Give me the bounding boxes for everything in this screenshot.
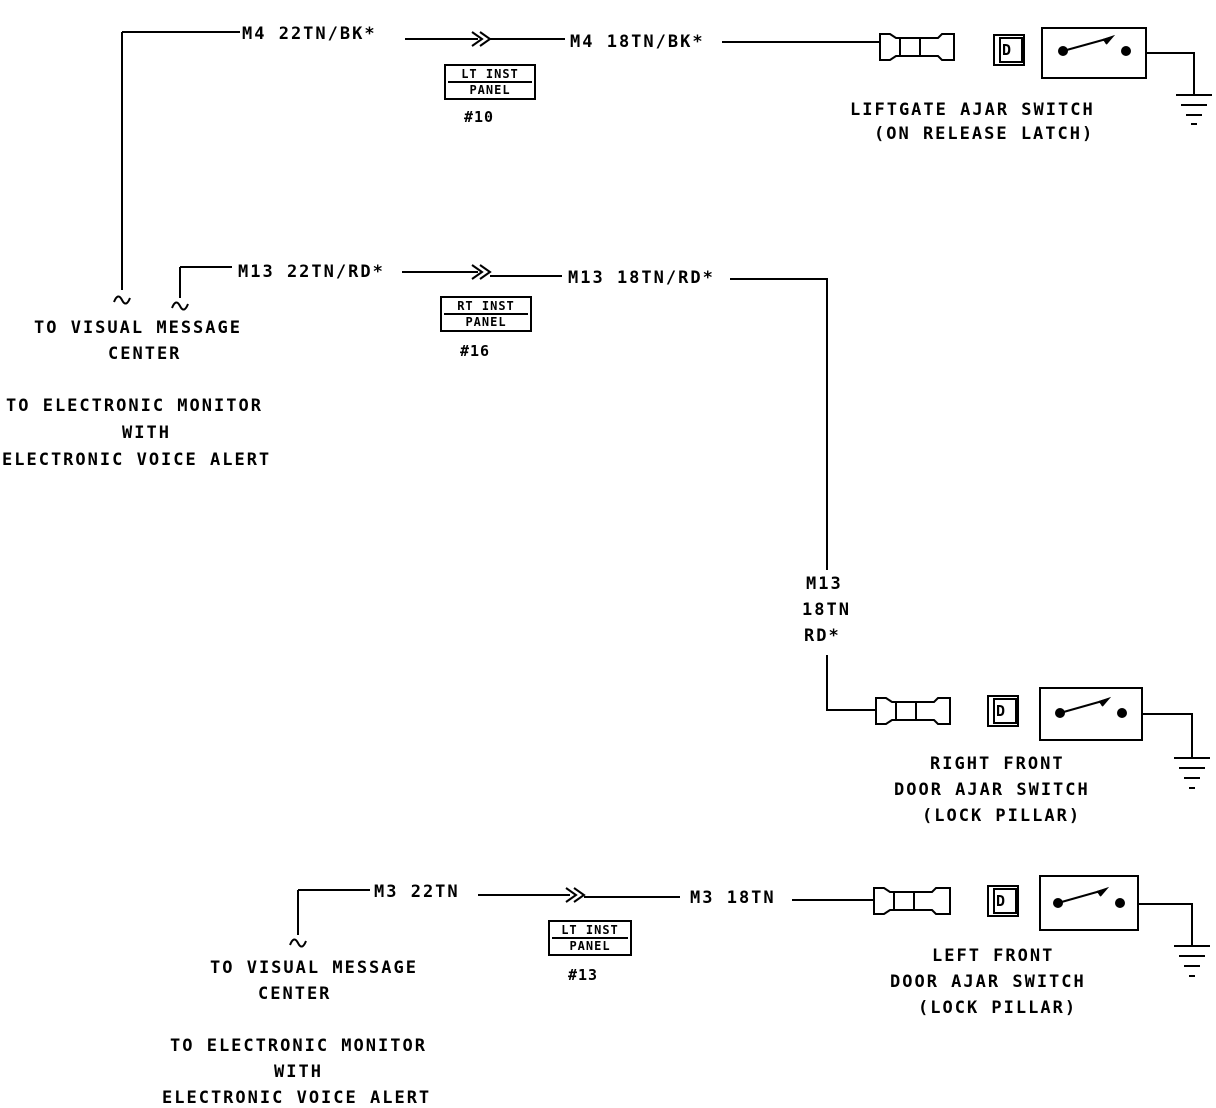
lf-switch-location: (LOCK PILLAR) (918, 998, 1078, 1018)
rf-wire-vertical-label-1: M13 (806, 574, 843, 594)
wire-break-symbol (113, 295, 131, 305)
lower-visual-message-label-1: TO VISUAL MESSAGE (210, 958, 418, 978)
upper-monitor-label-3: ELECTRONIC VOICE ALERT (2, 450, 272, 470)
connector-chevron-1 (471, 264, 484, 280)
liftgate-wire-right-label: M4 18TN/BK* (568, 32, 707, 52)
wire-break-symbol (289, 938, 307, 948)
rf-ground-wire (1142, 713, 1193, 758)
liftgate-circuit (113, 27, 1212, 305)
lf-wire-left-label: M3 22TN (372, 882, 462, 902)
lower-visual-message-label-2: CENTER (258, 984, 332, 1004)
rf-wire-down (826, 655, 876, 711)
connector-label: RT INST (444, 299, 528, 315)
rf-switch-name-1: RIGHT FRONT (930, 754, 1065, 774)
connector-label: LT INST (448, 67, 532, 83)
rf-wire-right (730, 278, 828, 570)
connector-chevron-2 (479, 264, 492, 280)
rf-wire-vertical-label-3: RD* (804, 626, 841, 646)
rf-switch-location: (LOCK PILLAR) (922, 806, 1082, 826)
ground-symbol (1174, 945, 1210, 977)
plug-connector (875, 697, 951, 725)
rf-connector-box: RT INST PANEL (440, 296, 532, 332)
upper-monitor-label-2: WITH (122, 423, 171, 443)
connector-chevron-2 (573, 887, 586, 903)
lf-switch-name-1: LEFT FRONT (932, 946, 1055, 966)
lower-monitor-label-2: WITH (274, 1062, 323, 1082)
connector-chevron-1 (471, 31, 484, 47)
lf-switch-name-2: DOOR AJAR SWITCH (890, 972, 1086, 992)
rf-connector-number: #16 (460, 342, 491, 360)
liftgate-ground-wire (1146, 52, 1195, 95)
connector-label: LT INST (552, 923, 628, 939)
switch-terminal-letter: D (996, 892, 1006, 910)
left-front-circuit (289, 875, 1210, 977)
upper-visual-message-label-1: TO VISUAL MESSAGE (34, 318, 242, 338)
lf-connector-number: #13 (568, 966, 599, 984)
ground-symbol (1176, 94, 1212, 125)
rf-switch-name-2: DOOR AJAR SWITCH (894, 780, 1090, 800)
liftgate-wire-left-label: M4 22TN/BK* (240, 24, 379, 44)
rf-wire-right-label: M13 18TN/RD* (566, 268, 717, 288)
rf-switch-symbol (987, 687, 1143, 741)
lf-ground-wire (1138, 903, 1193, 946)
upper-monitor-label-1: TO ELECTRONIC MONITOR (6, 396, 263, 416)
wire-break-symbol (171, 301, 189, 311)
upper-visual-message-label-2: CENTER (108, 344, 182, 364)
connector-chevron-1 (565, 887, 578, 903)
rf-wire-vertical-label-2: 18TN (802, 600, 851, 620)
switch-terminal-letter: D (996, 702, 1006, 720)
plug-connector (873, 887, 951, 915)
connector-label: PANEL (569, 939, 611, 953)
liftgate-switch-name: LIFTGATE AJAR SWITCH (850, 100, 1095, 120)
lower-monitor-label-3: ELECTRONIC VOICE ALERT (162, 1088, 432, 1108)
right-front-circuit (171, 264, 1210, 789)
liftgate-switch-location: (ON RELEASE LATCH) (874, 124, 1095, 144)
lf-switch-symbol (987, 875, 1139, 931)
switch-terminal-letter: D (1002, 41, 1012, 59)
connector-label: PANEL (465, 315, 507, 329)
lf-connector-box: LT INST PANEL (548, 920, 632, 956)
liftgate-connector-number: #10 (464, 108, 495, 126)
liftgate-connector-box: LT INST PANEL (444, 64, 536, 100)
liftgate-switch-symbol (993, 27, 1147, 79)
plug-connector (879, 33, 955, 61)
ground-symbol (1174, 757, 1210, 789)
lower-monitor-label-1: TO ELECTRONIC MONITOR (170, 1036, 427, 1056)
connector-label: PANEL (469, 83, 511, 97)
lf-wire-right-label: M3 18TN (688, 888, 778, 908)
rf-wire-left-label: M13 22TN/RD* (236, 262, 387, 282)
